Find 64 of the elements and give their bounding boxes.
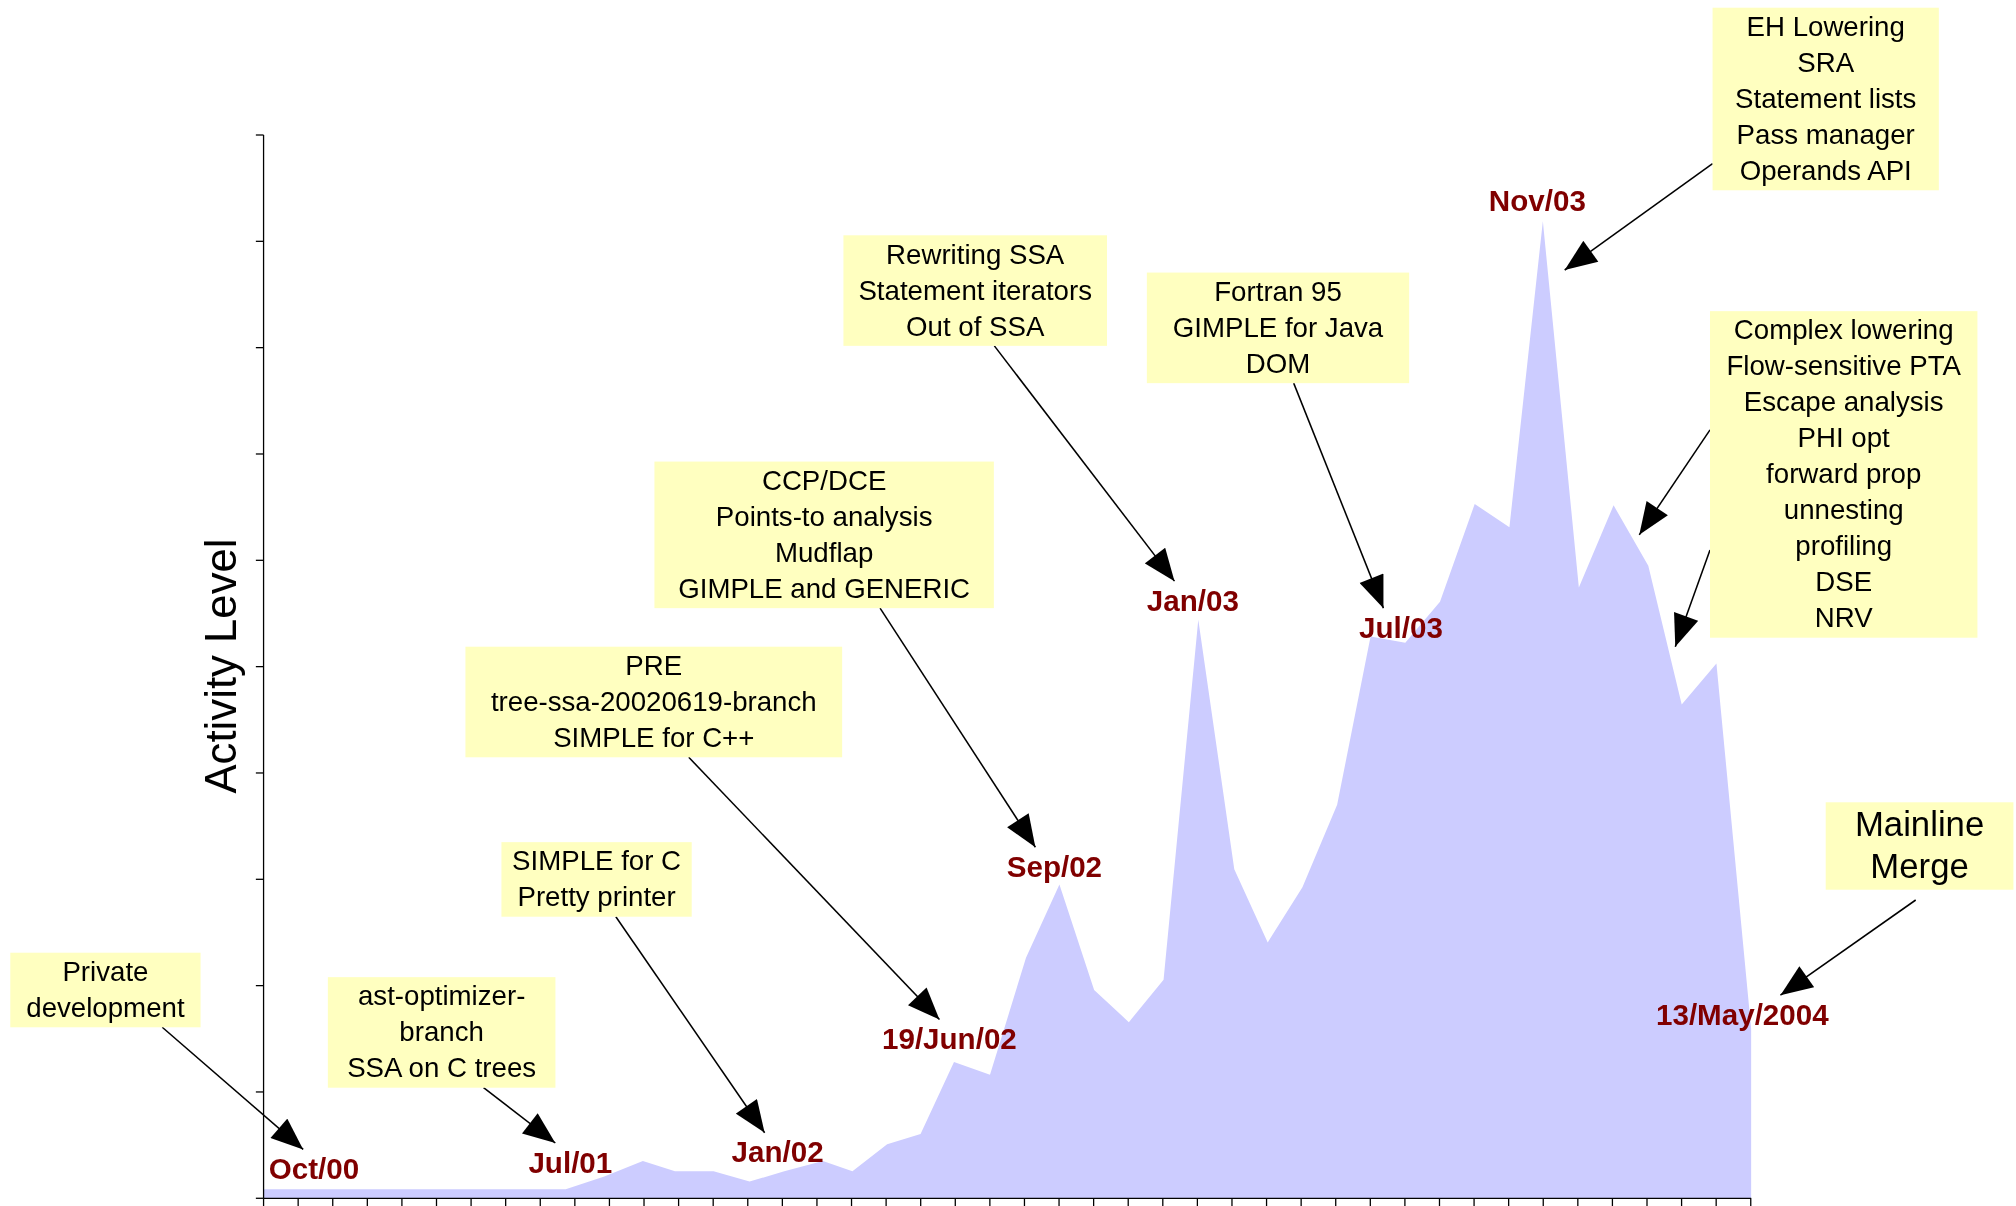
note-text: Pass manager [1735, 118, 1916, 153]
note-text: profiling [1794, 530, 1894, 564]
note-text: PRE [624, 649, 684, 684]
note-text: GIMPLE for Java [1171, 311, 1385, 346]
note-box [465, 646, 843, 758]
date-label: 13/May/2004 [1652, 995, 1833, 1034]
arrow [1674, 549, 1711, 648]
note-box [654, 461, 994, 609]
note-text: forward prop [1765, 458, 1923, 492]
note-text: DOM [1244, 347, 1312, 382]
date-label: Jul/03 [1355, 608, 1447, 647]
note-text: GIMPLE and GENERIC [677, 572, 972, 607]
note-box [1825, 802, 2014, 890]
note-text: DSE [1814, 566, 1874, 600]
note-text: Pretty printer [516, 881, 677, 915]
note-text: Fortran 95 [1213, 275, 1343, 310]
note-text: NRV [1813, 602, 1874, 636]
arrow [1292, 382, 1385, 609]
date-label: 19/Jun/02 [878, 1019, 1021, 1059]
date-label: Nov/03 [1487, 182, 1587, 220]
date-label: Jan/02 [727, 1132, 828, 1172]
date-label: Oct/00 [264, 1149, 363, 1188]
note-text: Statement iterators [857, 274, 1093, 308]
date-label: Jul/01 [524, 1143, 617, 1182]
note-text: Private development [25, 955, 186, 1026]
note-text: EH Lowering [1745, 10, 1906, 45]
arrow [615, 915, 766, 1134]
note-text: SSA on C trees [346, 1052, 538, 1086]
note-text: Operands API [1738, 154, 1913, 189]
note-box [327, 977, 556, 1088]
note-text: Statement lists [1734, 82, 1918, 117]
arrow [1563, 162, 1714, 271]
note-text: Points-to analysis [714, 500, 934, 535]
note-box [1146, 272, 1410, 384]
note-text: unnesting [1782, 494, 1905, 528]
note-text: Mudflap [773, 536, 875, 571]
note-text: ast-optimizer-branch [356, 980, 527, 1050]
note-text: Complex lowering [1732, 314, 1955, 348]
date-label: Sep/02 [1002, 847, 1106, 886]
arrow [688, 756, 941, 1021]
note-text: SIMPLE for C++ [552, 721, 756, 756]
note-box [1710, 311, 1978, 638]
note-text: tree-ssa-20020619-branch [489, 685, 818, 720]
axis-title: Activity Level [196, 538, 246, 794]
note-text: CCP/DCE [760, 464, 888, 499]
note-text: SRA [1796, 46, 1856, 81]
note-box [843, 235, 1107, 346]
note-box [1712, 7, 1939, 191]
date-label: Jan/03 [1143, 581, 1243, 620]
note-box [501, 842, 692, 917]
note-text: Mainline Merge [1853, 803, 1986, 888]
arrow [993, 345, 1176, 582]
note-text: SIMPLE for C [511, 845, 683, 879]
note-text: Flow-sensitive PTA [1725, 350, 1962, 384]
note-text: Escape analysis [1742, 386, 1945, 420]
arrow [161, 1026, 304, 1151]
note-text: PHI opt [1796, 422, 1891, 456]
note-text: Rewriting SSA [885, 238, 1066, 272]
note-text: Out of SSA [905, 310, 1046, 344]
arrow [879, 607, 1037, 849]
arrow [1638, 429, 1711, 536]
arrow [1779, 899, 1917, 996]
arrow [482, 1086, 557, 1144]
note-box [10, 952, 201, 1028]
